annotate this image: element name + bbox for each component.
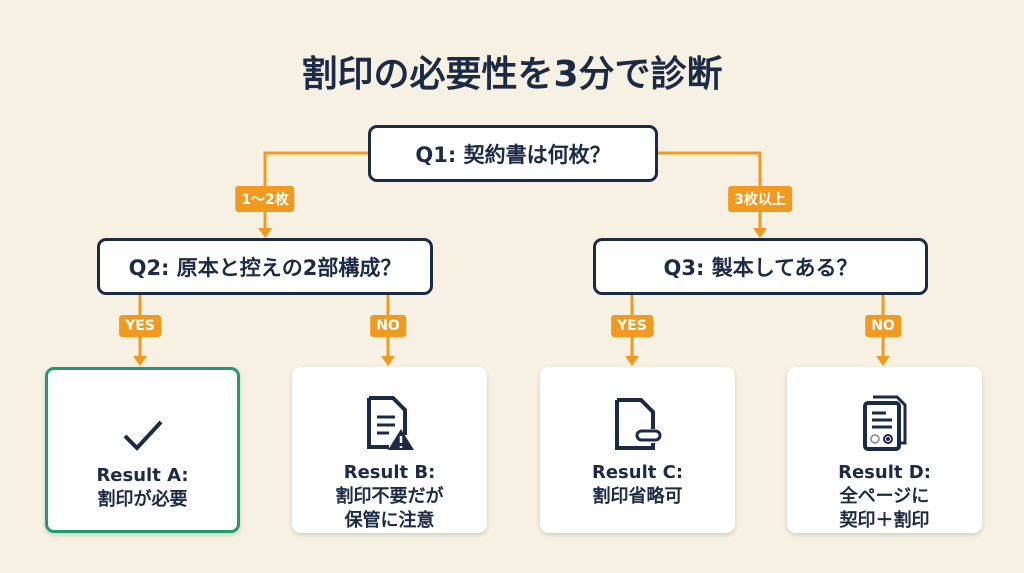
result-c-text: 割印省略可 [592,486,683,507]
question-1-box: Q1: 契約書は何枚？ [368,125,658,182]
result-a-title: Result A: [96,465,189,486]
result-a-card: Result A: 割印が必要 [45,367,240,533]
result-b-title: Result B: [343,462,436,483]
page-title: 割印の必要性を3分で診断 [301,54,723,95]
branch-label-1-2: 1〜2枚 [235,186,295,212]
question-3-box: Q3: 製本してある？ [593,238,928,295]
result-c-card: Result C: 割印省略可 [540,367,735,533]
branch-label-3-plus: 3枚以上 [728,186,792,212]
result-d-text: 全ページに 契印＋割印 [839,486,930,531]
question-2-box: Q2: 原本と控えの2部構成？ [97,238,433,295]
result-c-title: Result C: [591,462,684,483]
result-d-title: Result D: [838,462,931,483]
q3-yes-label: YES [611,315,653,337]
result-d-card: Result D: 全ページに 契印＋割印 [787,367,982,533]
result-b-card: Result B: 割印不要だが 保管に注意 [292,367,487,533]
document-icon [613,389,663,451]
q2-yes-label: YES [119,315,161,337]
q2-no-label: NO [370,315,406,337]
stacked-documents-seal-icon [861,389,909,451]
check-icon [121,392,165,454]
result-a-text: 割印が必要 [97,489,188,510]
q3-no-label: NO [865,315,901,337]
document-warning-icon [365,389,415,451]
result-b-text: 割印不要だが 保管に注意 [335,486,444,531]
